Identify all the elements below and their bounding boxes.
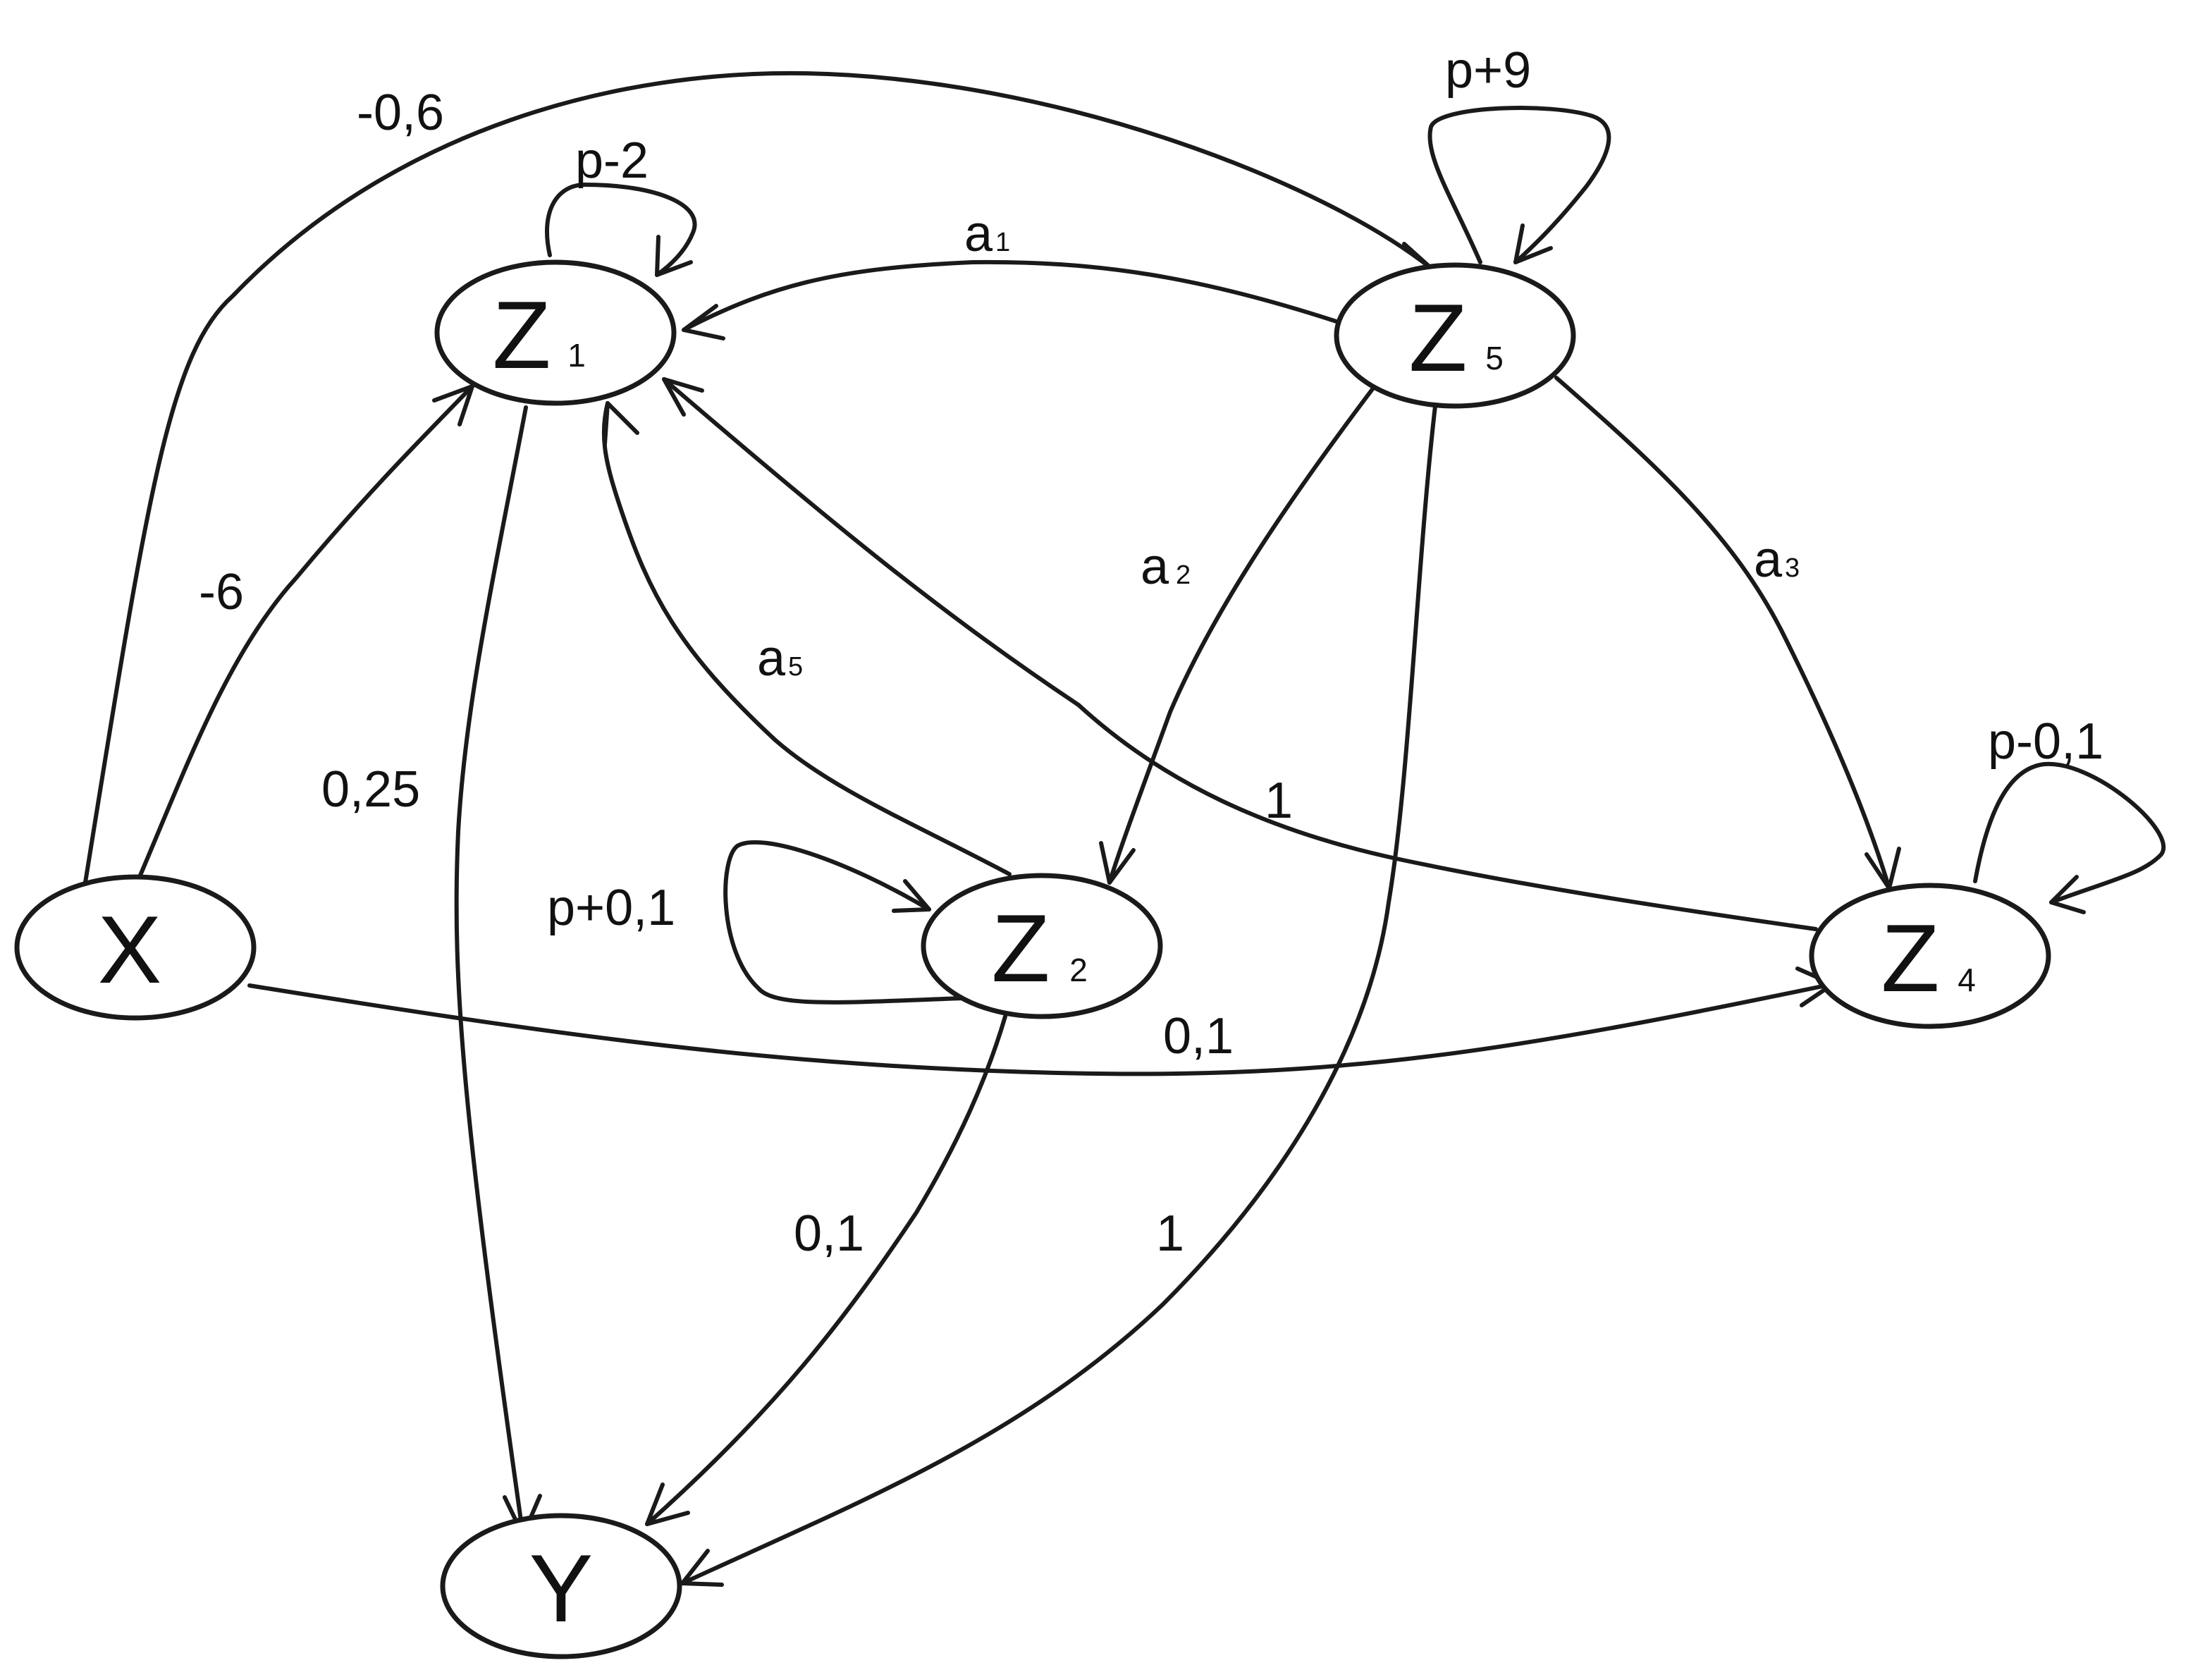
edge-label-x-z5: -0,6 (357, 85, 444, 141)
edge-z5-loop (1427, 106, 1611, 264)
edge-label-z4-loop: p-0,1 (1988, 713, 2103, 770)
node-x: X (14, 874, 257, 1021)
node-y-label: Y (529, 1535, 594, 1642)
edge-label-z1-loop: p-2 (575, 133, 649, 189)
edge-x-to-z5 (82, 70, 1434, 889)
node-z4: Z 4 (1809, 883, 2051, 1029)
node-z4-label: Z (1881, 904, 1939, 1012)
node-z5: Z 5 (1334, 262, 1576, 409)
node-z2-subscript: 2 (1069, 952, 1088, 988)
edge-z2-to-y (645, 1014, 1007, 1526)
node-z4-subscript: 4 (1958, 962, 1976, 998)
node-x-label: X (98, 896, 162, 1003)
edge-label-z4-z1: 1 (1265, 773, 1293, 829)
node-y: Y (440, 1513, 682, 1659)
edge-label-z5-loop: p+9 (1445, 42, 1531, 99)
edge-z4-to-z1 (662, 377, 1818, 931)
edge-label-x-z1: -6 (199, 564, 244, 620)
edge-z4-loop (1973, 761, 2165, 914)
node-z5-subscript: 5 (1485, 340, 1504, 376)
node-z5-label: Z (1408, 284, 1467, 391)
node-z1: Z 1 (434, 259, 677, 406)
edge-label-z5-y: 1 (1156, 1205, 1184, 1262)
edge-x-to-z1 (133, 384, 474, 889)
edge-z1-to-y (454, 405, 542, 1537)
node-z1-subscript: 1 (567, 337, 586, 374)
edge-label-z2-loop: p+0,1 (547, 880, 675, 936)
edge-z5-to-z4 (1554, 376, 1901, 890)
edge-z1-loop (545, 183, 697, 277)
edge-z2-to-z1 (601, 401, 1012, 876)
edge-z5-to-z2 (1099, 384, 1377, 885)
edge-z2-loop (723, 840, 965, 1005)
node-z2: Z 2 (921, 873, 1163, 1019)
node-z1-label: Z (492, 281, 551, 388)
edge-label-x-z4: 0,1 (1163, 1008, 1234, 1064)
edge-z5-to-y (680, 404, 1437, 1587)
node-z2-label: Z (991, 895, 1050, 1002)
edge-label-z1-y: 0,25 (321, 761, 420, 818)
edge-label-z2-y: 0,1 (794, 1205, 864, 1262)
edge-z5-to-z1 (682, 259, 1356, 340)
